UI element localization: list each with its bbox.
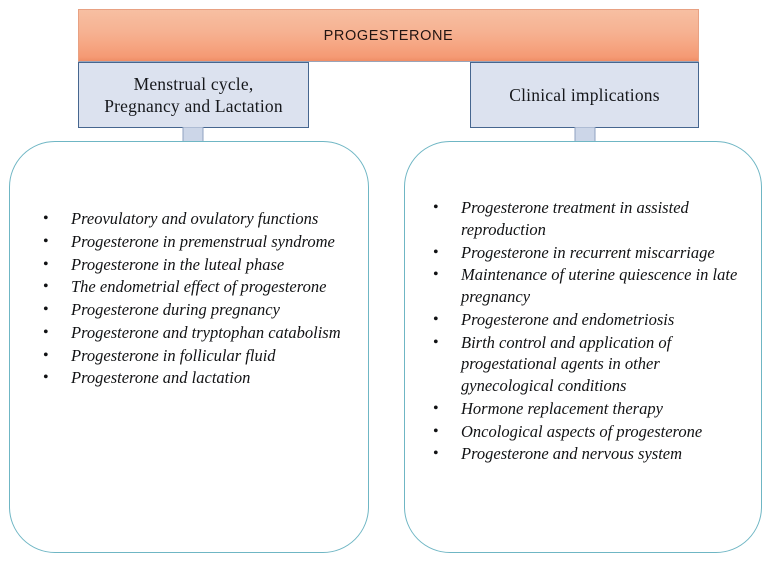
- content-panel-menstrual-cycle-pregnancy-lactation: • Preovulatory and ovulatory functions • Pr…: [9, 141, 369, 553]
- list-item: • Progesterone in follicular fluid: [39, 345, 344, 367]
- list-item: • Progesterone in premenstrual syndrome: [39, 231, 344, 253]
- list-item-label: Maintenance of uterine quiescence in lat…: [461, 265, 738, 307]
- list-item: • Hormone replacement therapy: [429, 398, 741, 420]
- list-item-label: Birth control and application of progest…: [461, 332, 672, 396]
- list-item-label: Hormone replacement therapy: [461, 398, 663, 418]
- list-item: • Progesterone and nervous system: [429, 443, 741, 465]
- bullet-icon: •: [433, 266, 439, 284]
- list-item-label: The endometrial effect of progesterone: [71, 277, 327, 297]
- list-item-label: Progesterone treatment in assisted repro…: [461, 198, 689, 239]
- bullet-icon: •: [43, 278, 49, 296]
- list-item: • Progesterone and endometriosis: [429, 309, 741, 331]
- bullet-icon: •: [433, 445, 439, 463]
- bullet-icon: •: [43, 255, 49, 273]
- list-item: • The endometrial effect of progesterone: [39, 276, 344, 298]
- bullet-icon: •: [43, 301, 49, 319]
- bullet-icon: •: [433, 199, 439, 216]
- list-item: • Progesterone and tryptophan catabolism: [39, 322, 344, 344]
- list-item-label: Progesterone and tryptophan catabolism: [71, 322, 341, 342]
- bullet-icon: •: [433, 243, 439, 261]
- list-item-label: Preovulatory and ovulatory functions: [71, 209, 319, 228]
- category-header-menstrual-cycle-pregnancy-lactation: Menstrual cycle, Pregnancy and Lactation: [78, 62, 309, 128]
- bullet-list-left: • Preovulatory and ovulatory functions • Pr…: [39, 208, 344, 390]
- list-item-label: Progesterone and endometriosis: [461, 309, 675, 329]
- list-item: • Birth control and application of proges…: [429, 332, 741, 397]
- bullet-icon: •: [43, 232, 49, 250]
- list-item: • Progesterone in the luteal phase: [39, 254, 344, 276]
- category-header-clinical-implications: Clinical implications: [470, 62, 699, 128]
- bullet-icon: •: [433, 333, 439, 351]
- list-item-label: Progesterone in the luteal phase: [71, 254, 285, 274]
- list-item: • Oncological aspects of progesterone: [429, 421, 741, 443]
- bullet-icon: •: [43, 369, 49, 387]
- list-item-label: Progesterone in recurrent miscarriage: [461, 242, 715, 262]
- content-panel-clinical-implications: • Progesterone treatment in assisted repr…: [404, 141, 762, 553]
- list-item: • Progesterone during pregnancy: [39, 299, 344, 321]
- diagram-title: PROGESTERONE: [323, 27, 454, 44]
- bullet-list-right: • Progesterone treatment in assisted repr…: [429, 197, 741, 466]
- list-item-label: Progesterone during pregnancy: [71, 300, 280, 320]
- bullet-icon: •: [433, 399, 439, 417]
- list-item-label: Progesterone and nervous system: [461, 444, 683, 464]
- category-header-right-line1: Clinical implications: [509, 84, 660, 105]
- bullet-icon: •: [43, 323, 49, 341]
- list-item-label: Oncological aspects of progesterone: [461, 421, 703, 441]
- bullet-icon: •: [433, 422, 439, 440]
- list-item-label: Progesterone and lactation: [71, 368, 251, 388]
- bullet-icon: •: [433, 310, 439, 328]
- list-item: • Progesterone in recurrent miscarriage: [429, 242, 741, 264]
- category-header-left-line2: Pregnancy and Lactation: [104, 96, 283, 116]
- list-item: • Progesterone treatment in assisted repr…: [429, 197, 741, 241]
- category-header-left-line1: Menstrual cycle,: [133, 73, 254, 94]
- category-header-right-text: Clinical implications: [509, 84, 660, 106]
- list-item: • Preovulatory and ovulatory functions: [39, 208, 344, 230]
- list-item-label: Progesterone in follicular fluid: [71, 345, 276, 365]
- list-item: • Maintenance of uterine quiescence in la…: [429, 264, 741, 308]
- bullet-icon: •: [43, 346, 49, 364]
- diagram-title-banner: PROGESTERONE: [78, 9, 699, 62]
- list-item: • Progesterone and lactation: [39, 367, 344, 389]
- list-item-label: Progesterone in premenstrual syndrome: [71, 231, 335, 251]
- category-header-left-text: Menstrual cycle, Pregnancy and Lactation: [104, 73, 283, 118]
- bullet-icon: •: [43, 210, 49, 227]
